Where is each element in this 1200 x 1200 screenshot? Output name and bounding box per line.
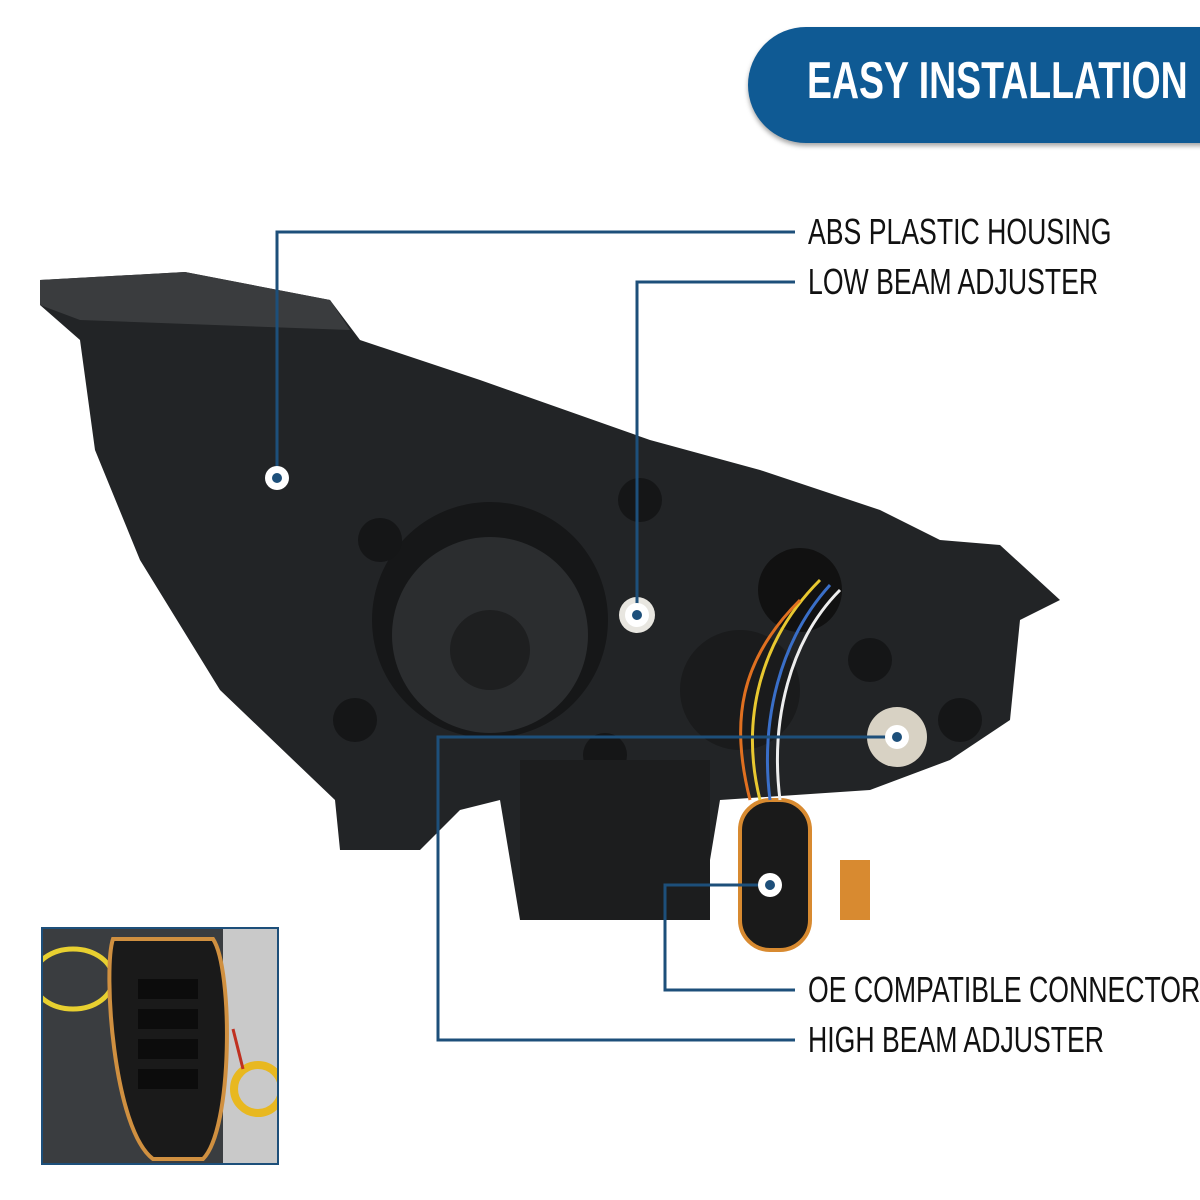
connector-closeup-image xyxy=(43,929,277,1163)
callout-line-housing xyxy=(275,230,795,478)
callout-dot-low-beam xyxy=(625,603,649,627)
easy-installation-banner: EASY INSTALLATION xyxy=(748,27,1200,143)
headlamp-housing xyxy=(40,272,1060,952)
callout-dot-housing xyxy=(265,466,289,490)
connector-closeup-inset xyxy=(41,927,279,1165)
callout-dot-high-beam xyxy=(885,725,909,749)
callout-line-low-beam xyxy=(635,280,795,615)
callout-line-high-beam xyxy=(436,735,897,1042)
label-high-beam-adjuster: HIGH BEAM ADJUSTER xyxy=(808,1019,1105,1060)
label-low-beam-adjuster: LOW BEAM ADJUSTER xyxy=(808,261,1099,302)
banner-title: EASY INSTALLATION xyxy=(807,52,1188,110)
callout-line-connector xyxy=(663,883,795,992)
callout-dots xyxy=(265,466,909,897)
callout-dot-connector xyxy=(758,873,782,897)
label-abs-plastic-housing: ABS PLASTIC HOUSING xyxy=(808,211,1112,252)
label-oe-compatible-connector: OE COMPATIBLE CONNECTOR xyxy=(808,969,1200,1010)
